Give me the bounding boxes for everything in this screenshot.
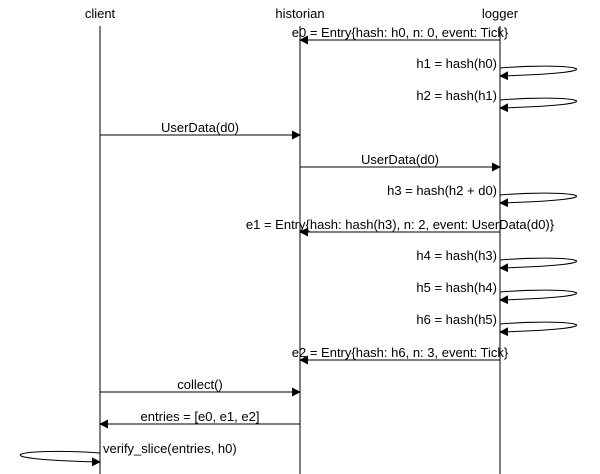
self-loop-h3 <box>499 192 578 208</box>
message-label-h2: h2 = hash(h1) <box>416 88 497 103</box>
message-label-e1: e1 = Entry{hash: hash(h3), n: 2, event: … <box>246 217 555 232</box>
message-label-userdata-client: UserData(d0) <box>161 120 239 135</box>
message-label-userdata-historian: UserData(d0) <box>361 152 439 167</box>
message-label-h1: h1 = hash(h0) <box>416 56 497 71</box>
message-label-h3: h3 = hash(h2 + d0) <box>387 183 497 198</box>
participant-label-historian: historian <box>275 6 324 21</box>
self-loop-h6 <box>499 321 578 337</box>
participant-label-logger: logger <box>482 6 519 21</box>
message-label-h4: h4 = hash(h3) <box>416 248 497 263</box>
self-loop-verify-slice <box>19 450 101 467</box>
message-label-h5: h5 = hash(h4) <box>416 280 497 295</box>
message-label-e0: e0 = Entry{hash: h0, n: 0, event: Tick} <box>292 25 509 40</box>
self-loop-h5 <box>499 289 578 305</box>
self-loop-h2 <box>499 97 578 113</box>
message-label-entries: entries = [e0, e1, e2] <box>141 409 260 424</box>
message-label-verify-slice: verify_slice(entries, h0) <box>103 441 237 456</box>
message-label-h6: h6 = hash(h5) <box>416 312 497 327</box>
participant-label-client: client <box>85 6 116 21</box>
message-label-e2: e2 = Entry{hash: h6, n: 3, event: Tick} <box>292 345 509 360</box>
message-label-collect: collect() <box>177 377 223 392</box>
self-loop-h1 <box>499 65 578 81</box>
self-loop-h4 <box>499 257 578 273</box>
